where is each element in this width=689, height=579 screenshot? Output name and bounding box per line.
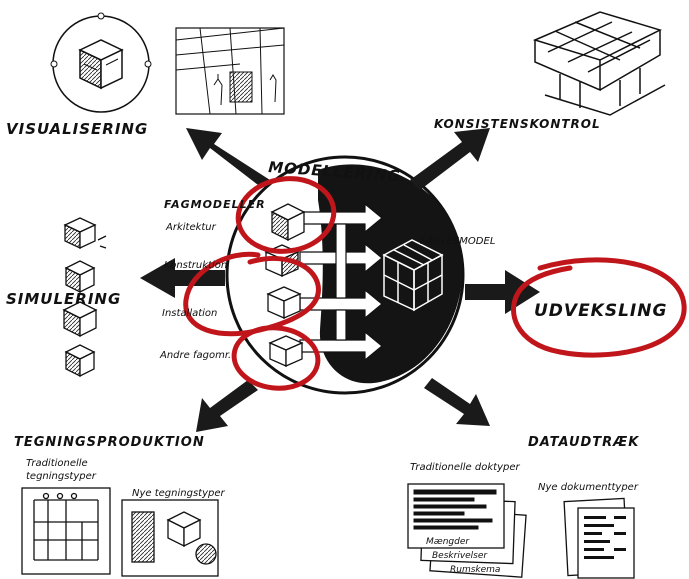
highlight-andre — [231, 325, 321, 391]
label-maengder: Mængder — [426, 537, 470, 547]
arrow-udveksling — [465, 270, 540, 314]
label-visualisering: VISUALISERING — [6, 120, 148, 138]
label-arkitektur: Arkitektur — [165, 222, 217, 233]
label-dataudtraek: DATAUDTRÆK — [528, 435, 639, 450]
dokumenttyper-illustration — [407, 483, 635, 579]
konsistenskontrol-illustration — [532, 11, 666, 116]
highlight-arkitektur — [235, 176, 337, 254]
label-rumskema: Rumskema — [450, 565, 500, 575]
label-traditionelle: Traditionelle — [26, 458, 88, 469]
label-andre-fagomr: Andre fagomr. — [159, 350, 231, 361]
label-tegningsproduktion: TEGNINGSPRODUKTION — [14, 435, 205, 450]
visualisering-illustration — [50, 12, 285, 115]
label-konstruktion: Konstruktion — [164, 260, 227, 271]
label-tegningstyper: tegningstyper — [26, 471, 97, 482]
label-beskrivelser: Beskrivelser — [432, 551, 488, 561]
label-faellesmodel: FÆLLESMODEL — [420, 236, 495, 247]
arrow-dataudtraek — [424, 378, 490, 426]
arrow-konsistenskontrol — [410, 128, 490, 190]
label-traditionelle-doktyper: Traditionelle doktyper — [410, 462, 520, 473]
arrow-tegningsproduktion — [196, 380, 258, 432]
label-simulering: SIMULERING — [6, 290, 121, 308]
label-nye-tegningstyper: Nye tegningstyper — [132, 488, 226, 499]
label-udveksling: UDVEKSLING — [534, 301, 667, 321]
label-installation: Installation — [162, 308, 217, 319]
tegningstyper-illustration — [21, 487, 219, 577]
modellering-circle — [225, 155, 465, 395]
arrow-visualisering — [186, 128, 270, 188]
label-fagmodeller: FAGMODELLER — [164, 198, 266, 211]
highlight-udveksling — [511, 257, 687, 358]
label-nye-dokumenttyper: Nye dokumenttyper — [538, 482, 639, 493]
simulering-illustration — [62, 217, 107, 378]
arrow-simulering — [140, 258, 225, 298]
outgoing-arrows — [140, 128, 540, 432]
maengder-sheet — [407, 483, 505, 549]
label-konsistenskontrol: KONSISTENSKONTROL — [434, 117, 601, 131]
highlight-marks — [183, 176, 687, 391]
